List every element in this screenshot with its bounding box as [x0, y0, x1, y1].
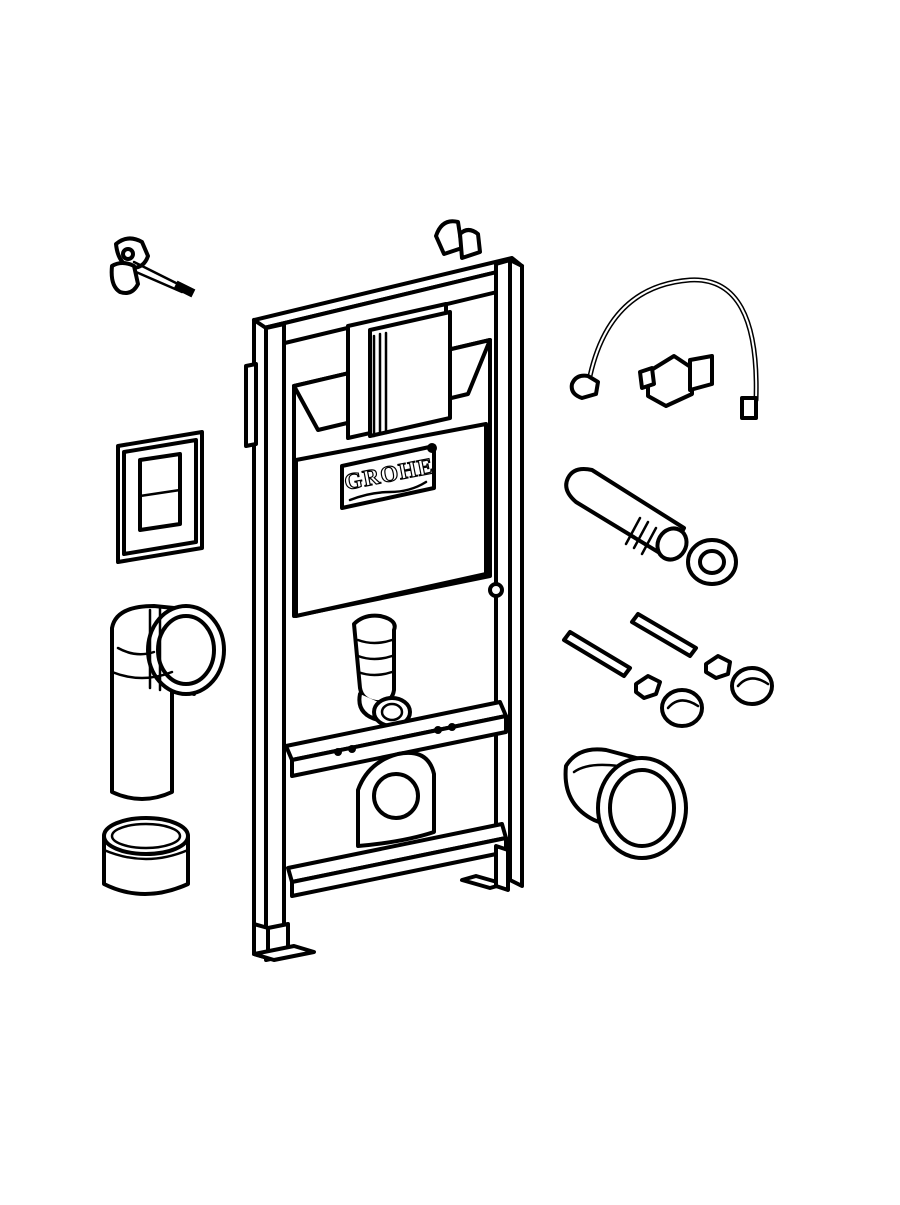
installation-frame-with-cistern: GROHE: [244, 219, 524, 962]
pipe-sleeve: [102, 816, 190, 896]
toilet-connection-bend: [110, 604, 226, 801]
rubber-seal-ring: [686, 538, 738, 586]
mounting-bolts-and-caps: [562, 612, 774, 728]
wall-bracket-hooks: [109, 236, 196, 298]
flush-plate: [116, 430, 204, 564]
connection-sleeve: [563, 747, 688, 860]
straight-connector-pipe: [564, 467, 689, 562]
supply-hose-with-angle-valve: [569, 277, 759, 420]
